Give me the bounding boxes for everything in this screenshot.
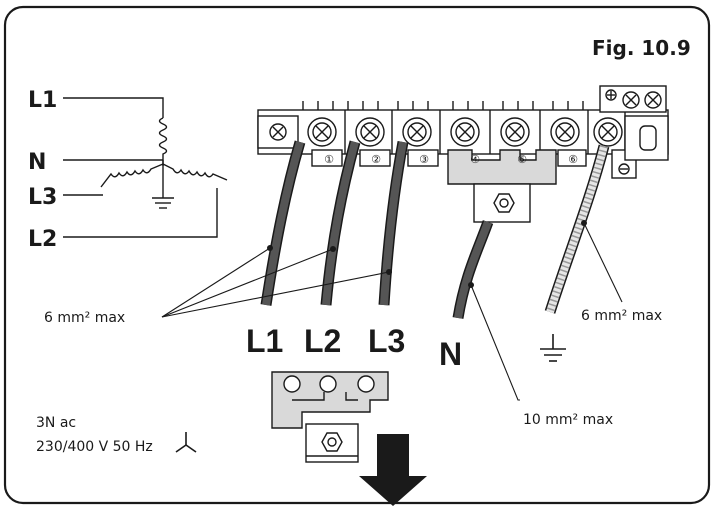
terminal-number-1: ① [324,153,334,166]
terminal-number-6: ⑥ [568,153,578,166]
terminal-screws [307,117,623,147]
down-arrow-icon [359,434,427,506]
bridge-jumper [271,371,389,463]
neutral-bridge-plate [447,149,557,185]
neutral-cable-annotation: 10 mm² max [523,412,613,428]
l3-coil [100,163,164,188]
earth-symbol-icon [540,334,566,362]
leader-lines [161,222,623,401]
l1-coil [158,117,168,166]
earth-cable-annotation: 6 mm² max [581,308,662,324]
star-label-l2: L2 [28,227,57,252]
terminal-number-4: ④ [470,153,480,166]
terminal-comb [302,101,584,110]
figure-frame [3,5,711,505]
terminal-number-3: ③ [419,153,429,166]
star-label-l1: L1 [28,88,57,113]
star-symbol-icon [175,432,197,453]
terminal-label-l2: L2 [304,323,341,359]
phase-cable-annotation: 6 mm² max [44,310,125,326]
terminal-label-l1: L1 [246,323,283,359]
figure-label: Fig. 10.9 [592,36,691,60]
star-label-l3: L3 [28,185,57,210]
star-diagram [63,97,228,238]
supply-line-1: 3N ac [36,415,76,431]
l2-coil [162,163,228,181]
terminal-label-n: N [439,336,462,372]
terminal-number-5: ⑤ [517,153,527,166]
supply-line-2: 230/400 V 50 Hz [36,439,153,455]
l1-wire [63,97,164,118]
terminal-label-l3: L3 [368,323,405,359]
cables [260,140,610,319]
terminal-number-2: ② [371,153,381,166]
earth-slot [639,125,657,151]
l2-wire [63,188,218,238]
star-label-n: N [28,150,46,175]
